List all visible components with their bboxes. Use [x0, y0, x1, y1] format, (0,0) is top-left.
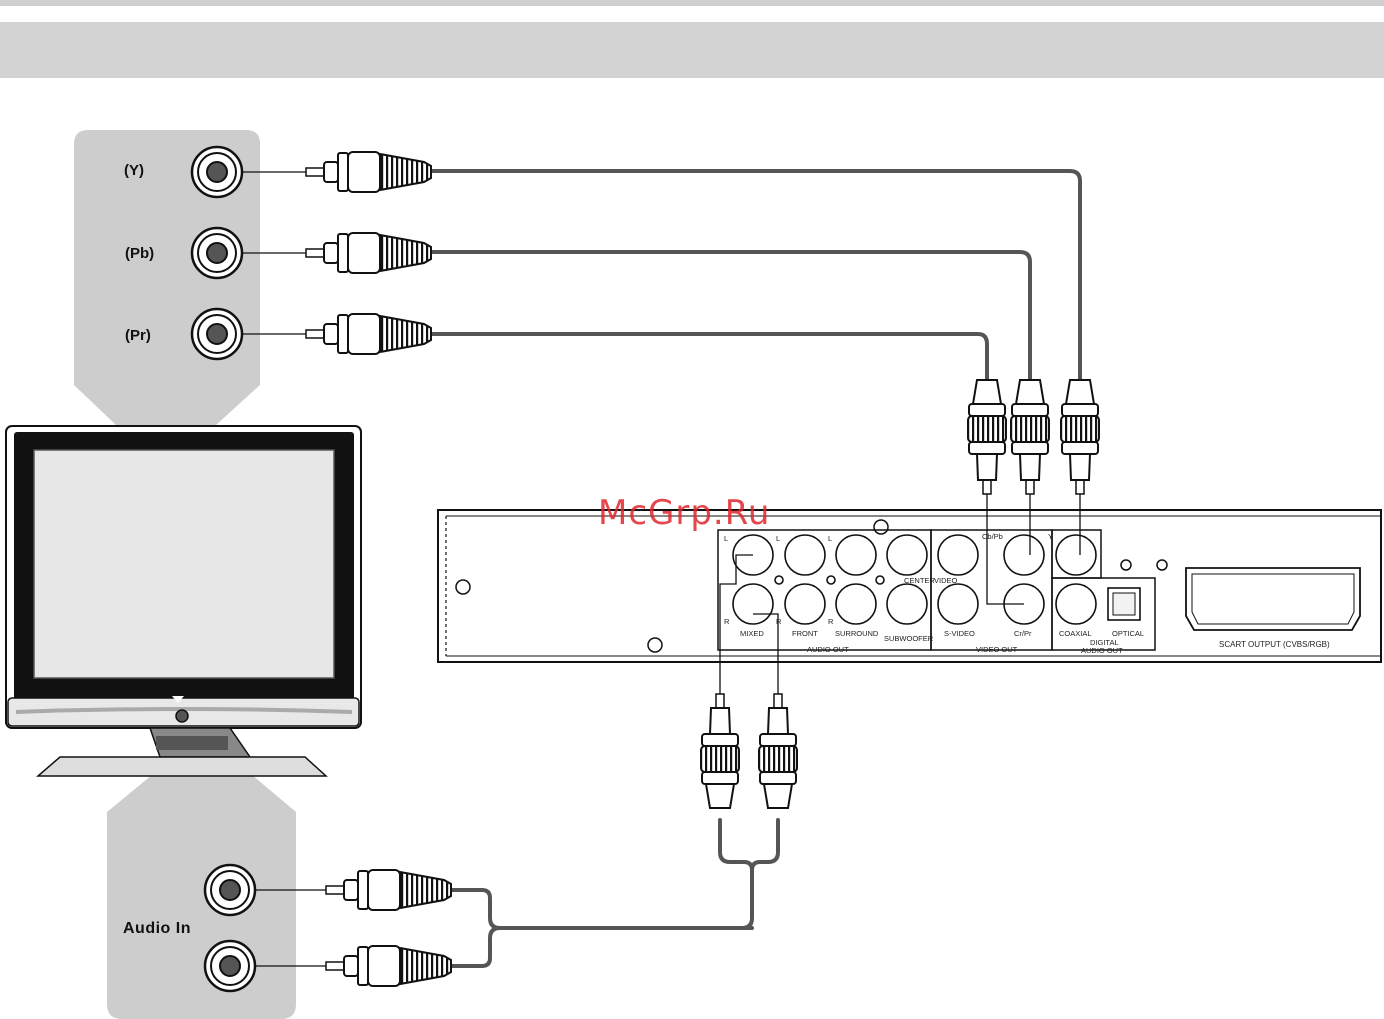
tv-jack-pb[interactable] [192, 228, 242, 278]
label-r-2: R [776, 617, 782, 626]
plug-pr-tv[interactable] [306, 314, 431, 354]
jack-video-y[interactable] [1056, 535, 1096, 575]
jack-video-svideo[interactable] [938, 584, 978, 624]
plug-y-player[interactable] [1061, 380, 1099, 494]
header-band [0, 22, 1384, 78]
cable-pr [425, 334, 987, 380]
label-pr: (Pr) [125, 327, 151, 344]
plug-pb-tv[interactable] [306, 233, 431, 273]
cable-audio-right [450, 820, 778, 966]
label-y: (Y) [124, 162, 144, 179]
label-svideo: S-VIDEO [944, 629, 975, 638]
label-r-1: R [724, 617, 730, 626]
label-subwoofer: SUBWOOFER [884, 634, 934, 643]
label-surround: SURROUND [835, 629, 879, 638]
jack-audio-surround-l[interactable] [836, 535, 876, 575]
plug-pb-player[interactable] [1011, 380, 1049, 494]
label-front: FRONT [792, 629, 818, 638]
jack-video-composite[interactable] [938, 535, 978, 575]
label-optical: OPTICAL [1112, 629, 1144, 638]
plug-audio-right-tv[interactable] [326, 946, 451, 986]
cable-audio-left [450, 820, 752, 928]
label-digital-audio-out: AUDIO OUT [1081, 646, 1123, 655]
television [6, 426, 361, 776]
scart-connector[interactable] [1186, 568, 1360, 630]
plug-y-tv[interactable] [306, 152, 431, 192]
label-l-3: L [828, 534, 832, 543]
jack-audio-center[interactable] [887, 535, 927, 575]
label-video-out: VIDEO OUT [976, 645, 1018, 654]
label-audio-out: AUDIO OUT [807, 645, 849, 654]
plug-pr-player[interactable] [968, 380, 1006, 494]
jack-coaxial[interactable] [1056, 584, 1096, 624]
plug-audio-left-player[interactable] [701, 694, 739, 808]
label-y-out: Y [1048, 532, 1053, 541]
tv-audio-input-panel [107, 775, 296, 1019]
tv-jack-pr[interactable] [192, 309, 242, 359]
jack-audio-front-r[interactable] [785, 584, 825, 624]
label-pb: (Pb) [125, 245, 154, 262]
plug-audio-left-tv[interactable] [326, 870, 451, 910]
label-crpr: Cr/Pr [1014, 629, 1032, 638]
jack-audio-subwoofer[interactable] [887, 584, 927, 624]
label-scart: SCART OUTPUT (CVBS/RGB) [1219, 640, 1330, 649]
tv-power-button[interactable] [176, 710, 188, 722]
cable-pb [425, 252, 1030, 380]
watermark: McGrp.Ru [598, 493, 770, 533]
tv-screen [34, 450, 334, 678]
label-video: VIDEO [934, 576, 958, 585]
label-r-3: R [828, 617, 834, 626]
player-back-panel: L L L CENTER R R R MIXED FRONT SURROUND … [438, 510, 1381, 662]
label-audio-in: Audio In [123, 920, 191, 937]
top-rule [0, 0, 1384, 6]
label-l-1: L [724, 534, 728, 543]
jack-audio-surround-r[interactable] [836, 584, 876, 624]
label-cbpb: Cb/Pb [982, 532, 1003, 541]
jack-audio-front-l[interactable] [785, 535, 825, 575]
plug-audio-right-player[interactable] [759, 694, 797, 808]
jack-audio-mixed-r[interactable] [733, 584, 773, 624]
tv-audio-jack-right[interactable] [205, 941, 255, 991]
label-mixed: MIXED [740, 629, 764, 638]
tv-audio-jack-left[interactable] [205, 865, 255, 915]
tv-jack-y[interactable] [192, 147, 242, 197]
cable-y [425, 171, 1080, 380]
jack-video-cbpb[interactable] [1004, 535, 1044, 575]
label-coaxial: COAXIAL [1059, 629, 1092, 638]
label-l-2: L [776, 534, 780, 543]
